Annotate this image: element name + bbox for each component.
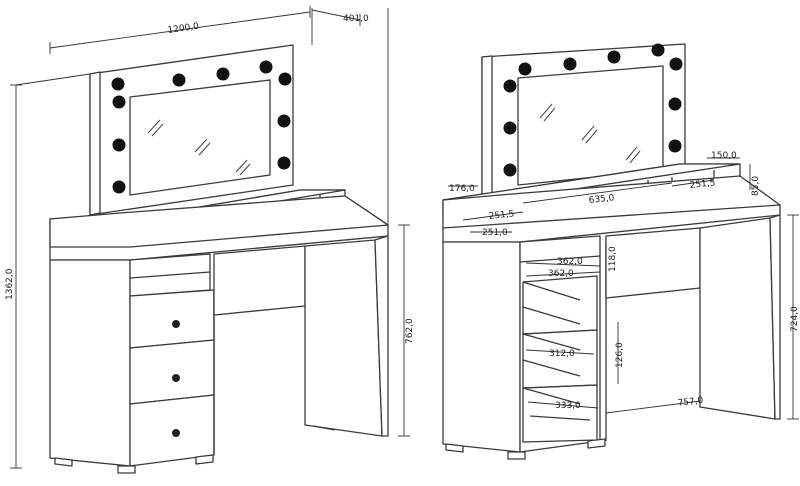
dim-height-total: 1362,0 xyxy=(5,268,15,300)
bulb xyxy=(563,57,577,71)
bulb xyxy=(503,121,517,135)
bulb xyxy=(668,139,682,153)
drawer-knob xyxy=(172,429,180,437)
bulb xyxy=(112,95,126,109)
right-cabinet xyxy=(442,235,607,460)
right-dimensions: 176,0 635,0 251,5 251,5 150,0 85,0 251,0… xyxy=(448,151,800,420)
center-drawer xyxy=(213,245,306,316)
left-mirror-glass xyxy=(129,79,271,196)
left-mirror-bulbs xyxy=(111,60,292,194)
bulb xyxy=(111,77,125,91)
dim-drawer-w2: 362,0 xyxy=(548,269,574,279)
foot xyxy=(195,454,214,465)
right-desk-right xyxy=(605,214,781,420)
foot xyxy=(587,438,606,449)
foot xyxy=(507,451,526,460)
left-mirror-glare xyxy=(147,119,251,176)
drawer-knob xyxy=(172,320,180,328)
drawer-2 xyxy=(129,339,215,405)
center-drawer xyxy=(605,227,701,299)
drawer-1 xyxy=(129,289,215,349)
bulb xyxy=(669,57,683,71)
dim-drawer-h1: 118,0 xyxy=(608,246,618,272)
dim-width: 1200,0 xyxy=(167,22,200,36)
dim-depth: 401,0 xyxy=(343,14,369,24)
bulb xyxy=(668,97,682,111)
drawer-knob xyxy=(172,374,180,382)
left-view: 1200,0 401,0 1362,0 762,0 xyxy=(5,6,415,474)
foot xyxy=(117,465,136,474)
bulb xyxy=(259,60,273,74)
bulb xyxy=(278,72,292,86)
dim-shelf-w: 635,0 xyxy=(588,193,615,206)
dim-shelf-side-r: 251,5 xyxy=(689,178,716,191)
dim-knee-w: 757,0 xyxy=(677,396,704,409)
right-mirror-glass xyxy=(517,65,664,186)
dim-drawer-top-w: 362,0 xyxy=(557,257,583,267)
bulb xyxy=(277,156,291,170)
dim-drawer-bottom-w: 333,0 xyxy=(555,401,581,411)
right-tabletop xyxy=(442,175,781,243)
dim-shelf-depth: 176,0 xyxy=(449,184,475,194)
bulb xyxy=(503,79,517,93)
right-mirror-bulbs xyxy=(503,43,683,177)
foot xyxy=(445,443,464,453)
right-leg xyxy=(304,239,383,437)
bulb xyxy=(607,50,621,64)
left-tabletop xyxy=(49,195,389,261)
bulb xyxy=(172,73,186,87)
bulb xyxy=(518,62,532,76)
foot xyxy=(54,457,73,467)
bulb xyxy=(651,43,665,57)
dim-table-h: 724,0 xyxy=(790,306,800,332)
right-leg xyxy=(699,217,776,420)
bulb xyxy=(112,180,126,194)
bulb xyxy=(277,114,291,128)
dim-shelf-side-end: 150,0 xyxy=(711,151,737,161)
bulb xyxy=(216,67,230,81)
left-dimensions: 1200,0 401,0 1362,0 762,0 xyxy=(5,6,415,469)
dim-drawer-mid-w: 312,0 xyxy=(549,349,575,359)
right-view: 176,0 635,0 251,5 251,5 150,0 85,0 251,0… xyxy=(442,43,800,460)
dim-shelf-h: 85,0 xyxy=(751,176,761,196)
drawer-3 xyxy=(129,394,215,467)
bulb xyxy=(503,163,517,177)
dim-shelf-side-l: 251,5 xyxy=(488,209,515,222)
bulb xyxy=(112,138,126,152)
dim-height-table: 762,0 xyxy=(405,318,415,344)
dim-shelf-inner: 251,0 xyxy=(482,228,508,238)
dim-drawer-h2: 126,0 xyxy=(615,342,625,368)
right-mirror xyxy=(481,43,686,199)
left-desk-right xyxy=(213,235,389,437)
left-mirror xyxy=(89,44,294,216)
left-cabinet xyxy=(49,253,215,474)
right-mirror-glare xyxy=(539,103,641,164)
